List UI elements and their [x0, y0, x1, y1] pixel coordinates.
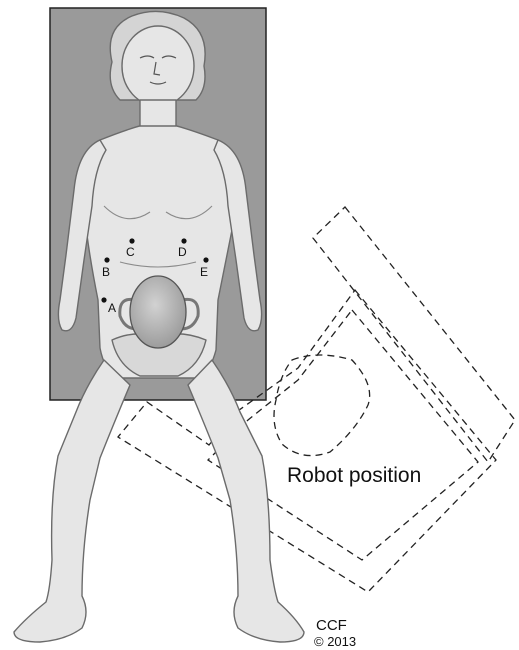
port-c-dot: [129, 238, 134, 243]
patient-left-leg: [14, 360, 130, 642]
credit-org: CCF: [316, 617, 347, 634]
credit-copyright: © 2013: [314, 634, 356, 649]
robot-position-label: Robot position: [287, 464, 421, 487]
port-e-label: E: [200, 265, 208, 279]
port-a-dot: [101, 297, 106, 302]
port-d-dot: [181, 238, 186, 243]
port-b-dot: [104, 257, 109, 262]
port-a-label: A: [108, 301, 116, 315]
patient-neck: [140, 100, 176, 126]
patient-face: [122, 26, 194, 106]
uterus-body: [130, 276, 186, 348]
port-e-dot: [203, 257, 208, 262]
patient-right-leg: [188, 360, 304, 642]
robot-arm-box: [274, 355, 370, 456]
robot-outer-arm: [313, 207, 515, 462]
port-c-label: C: [126, 245, 135, 259]
port-d-label: D: [178, 245, 187, 259]
port-b-label: B: [102, 265, 110, 279]
